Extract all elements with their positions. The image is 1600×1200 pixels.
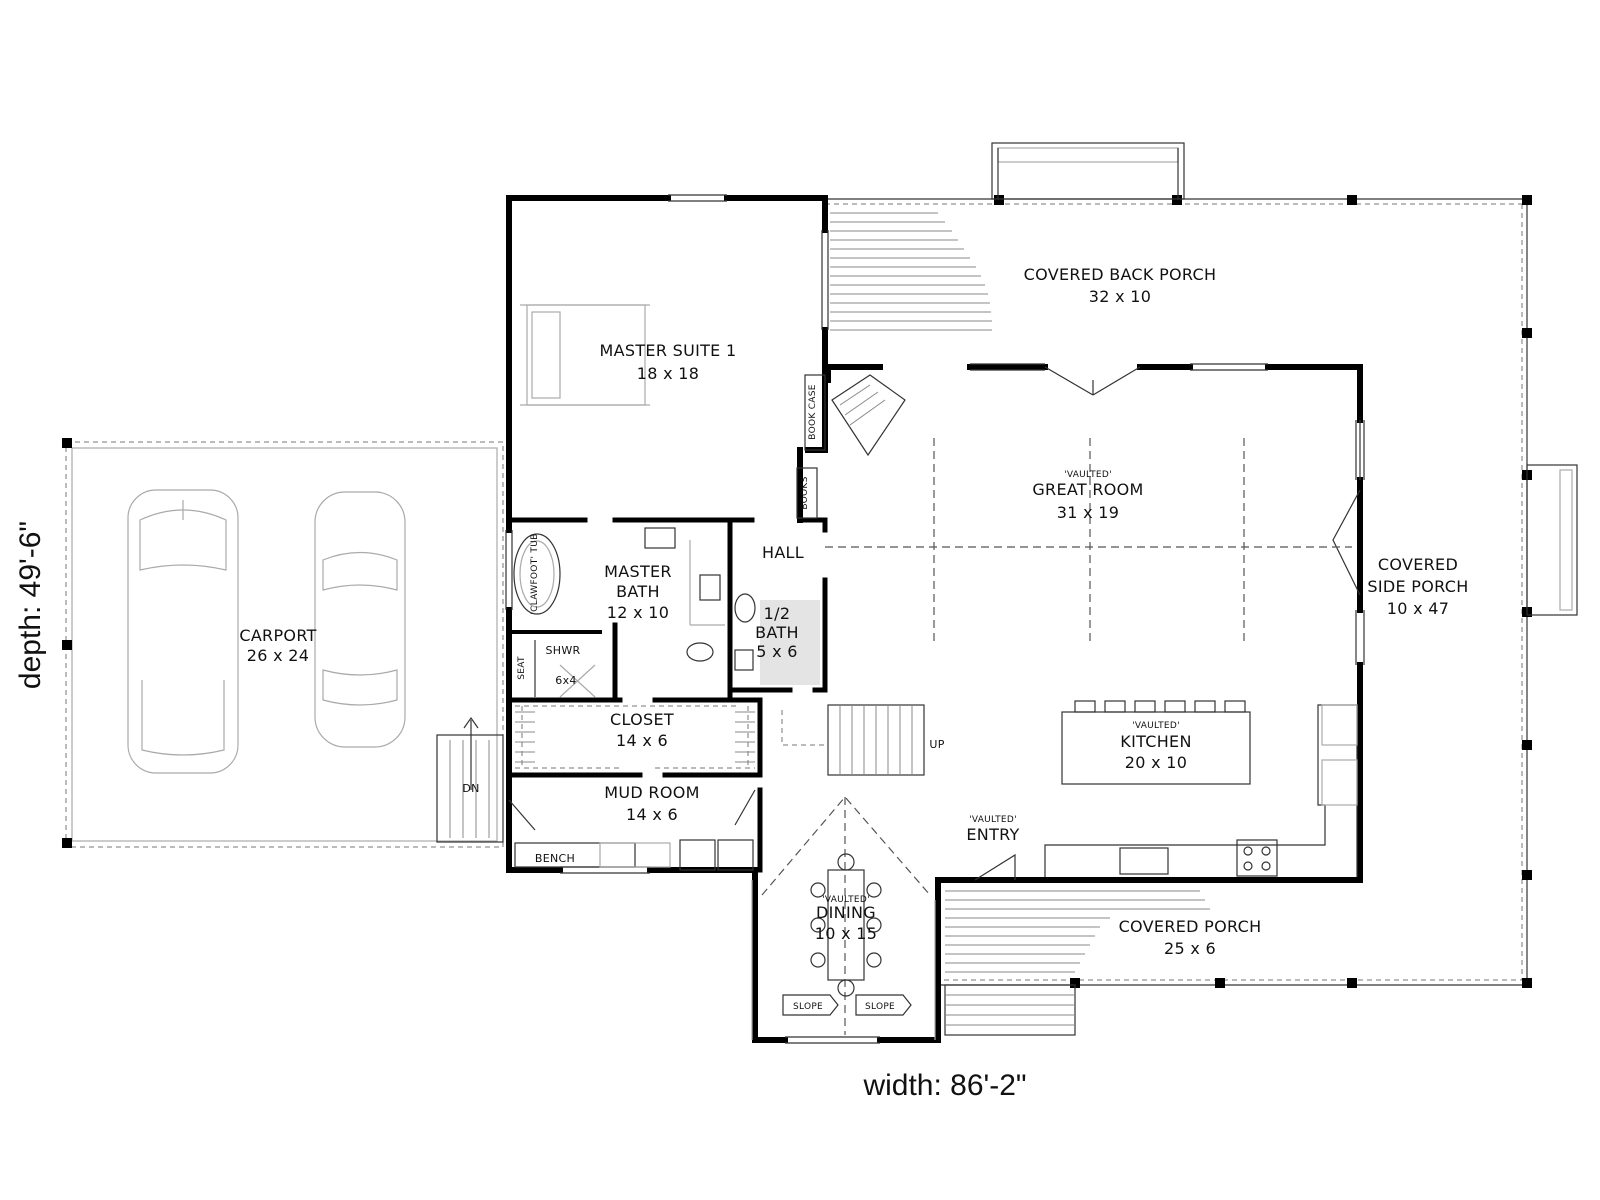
kitchen-label: KITCHEN <box>1120 732 1191 751</box>
side-porch-label-line2: SIDE PORCH <box>1367 577 1468 596</box>
fireplace <box>831 374 906 457</box>
master-suite-label: MASTER SUITE 1 <box>600 341 737 360</box>
side-porch-size: 10 x 47 <box>1387 599 1449 618</box>
side-porch-steps <box>1526 464 1578 616</box>
back-porch-steps <box>991 142 1185 200</box>
back-porch-size: 32 x 10 <box>1089 287 1151 306</box>
master-bath-size: 12 x 10 <box>607 603 669 622</box>
front-porch-size: 25 x 6 <box>1164 939 1216 958</box>
master-suite-size: 18 x 18 <box>637 364 699 383</box>
great-room-vaulted-tag: 'VAULTED' <box>1064 470 1112 480</box>
back-porch-decking <box>830 212 992 331</box>
stairs <box>781 704 925 776</box>
mud-room-label: MUD ROOM <box>604 783 699 802</box>
dining-table <box>810 853 882 997</box>
width-dimension: width: 86'-2" <box>862 1069 1026 1102</box>
front-porch-decking <box>944 890 1210 1036</box>
sink-icon <box>644 527 676 549</box>
dryer-icon <box>717 839 754 871</box>
kitchen-island <box>1061 700 1251 785</box>
slope-arrows <box>782 994 912 1016</box>
shower <box>534 640 596 698</box>
half-bath-label-line1: 1/2 <box>764 604 791 623</box>
carport-stairs <box>436 716 504 843</box>
shower-seat-label: SEAT <box>517 656 527 680</box>
dining-size: 10 x 15 <box>815 924 877 943</box>
bookcase <box>804 374 826 451</box>
stairs-up-label: UP <box>929 738 944 751</box>
car-icon <box>314 491 406 748</box>
dining-vault-lines <box>761 796 931 1035</box>
front-porch-label: COVERED PORCH <box>1119 917 1262 936</box>
entry-label: ENTRY <box>966 825 1019 844</box>
kitchen-counters <box>1044 704 1358 877</box>
master-bed <box>520 304 650 406</box>
car-icon <box>127 489 239 774</box>
master-bath-label-line1: MASTER <box>604 562 672 581</box>
dining-label: DINING <box>816 903 876 922</box>
carport-stairs-down-label: DN <box>462 782 479 795</box>
interior-walls <box>506 517 828 873</box>
depth-dimension: depth: 49'-6" <box>14 521 47 689</box>
side-porch-label-line1: COVERED <box>1378 555 1458 574</box>
closet-shelving <box>515 705 755 769</box>
tub-label: 'CLAWFOOT' TUB <box>530 533 540 614</box>
washer-icon <box>679 839 716 871</box>
carport-size: 26 x 24 <box>247 646 309 665</box>
great-room-back-doors[interactable] <box>1044 366 1141 396</box>
kitchen-size: 20 x 10 <box>1125 753 1187 772</box>
stove-icon <box>1236 839 1278 877</box>
sink-icon <box>699 574 721 601</box>
carport-area: CARPORT 26 x 24 DN <box>62 438 504 848</box>
bookcase-label: BOOK CASE <box>808 384 818 440</box>
shower-label: SHWR <box>546 644 581 657</box>
books-label: BOOKS <box>800 476 810 509</box>
entry-door[interactable] <box>974 853 1016 881</box>
closet-label: CLOSET <box>610 710 674 729</box>
half-bath-fixtures <box>734 593 820 685</box>
kitchen-vaulted-tag: 'VAULTED' <box>1132 721 1180 731</box>
windows <box>505 194 1365 1044</box>
half-bath-size: 5 x 6 <box>756 642 798 661</box>
great-room-beams <box>825 438 1352 646</box>
hall-label: HALL <box>762 543 804 562</box>
entry-vaulted-tag: 'VAULTED' <box>969 815 1017 825</box>
master-bath-label-line2: BATH <box>616 582 660 601</box>
side-porch-door[interactable] <box>1332 489 1361 596</box>
back-porch-label: COVERED BACK PORCH <box>1024 265 1217 284</box>
slope-right-label: SLOPE <box>865 1002 895 1012</box>
bench-label: BENCH <box>535 852 575 865</box>
slope-left-label: SLOPE <box>793 1002 823 1012</box>
mud-room-size: 14 x 6 <box>626 805 678 824</box>
mud-room-fixtures <box>508 789 756 871</box>
shower-size: 6x4 <box>555 674 576 687</box>
clawfoot-tub-icon <box>513 533 561 615</box>
master-bath-fixtures <box>513 527 725 662</box>
half-bath-label-line2: BATH <box>755 623 799 642</box>
great-room-label: GREAT ROOM <box>1032 480 1143 499</box>
carport-label: CARPORT <box>239 626 316 645</box>
sink-icon <box>1119 847 1169 875</box>
toilet-icon <box>686 642 714 662</box>
books-shelf <box>796 467 818 519</box>
closet-size: 14 x 6 <box>616 731 668 750</box>
great-room-size: 31 x 19 <box>1057 503 1119 522</box>
dining-vaulted-tag: 'VAULTED' <box>822 895 870 905</box>
